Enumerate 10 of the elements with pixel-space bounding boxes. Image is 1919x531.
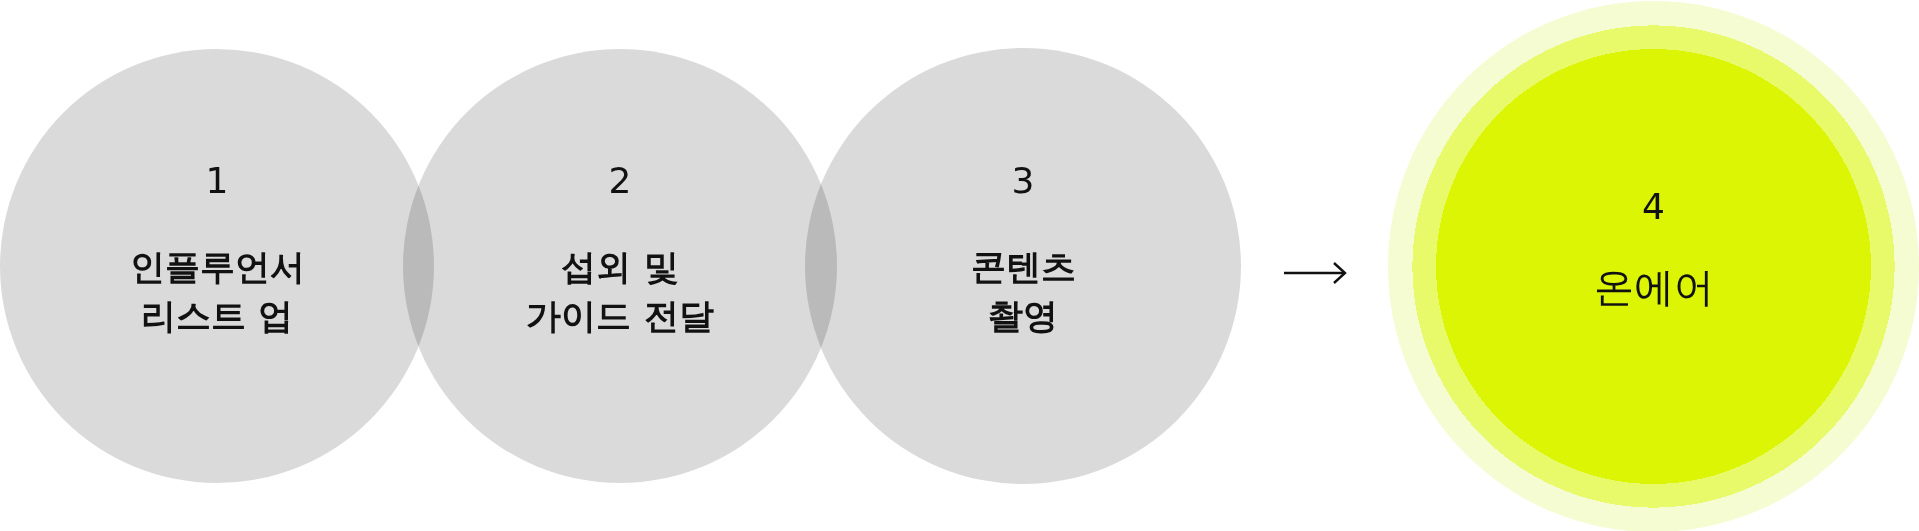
step-number: 3	[1011, 163, 1035, 199]
step-number: 2	[608, 163, 632, 199]
step-number: 4	[1642, 189, 1665, 225]
highlighted-step-circle	[1388, 0, 1919, 531]
step-label: 인플루언서 리스트 업	[128, 246, 306, 338]
step-label: 콘텐츠 촬영	[969, 246, 1077, 338]
arrow	[1284, 261, 1347, 285]
step-label: 섭외 및 가이드 전달	[525, 246, 715, 338]
step-number: 1	[205, 163, 229, 199]
step-label: 온에어	[1593, 263, 1714, 312]
